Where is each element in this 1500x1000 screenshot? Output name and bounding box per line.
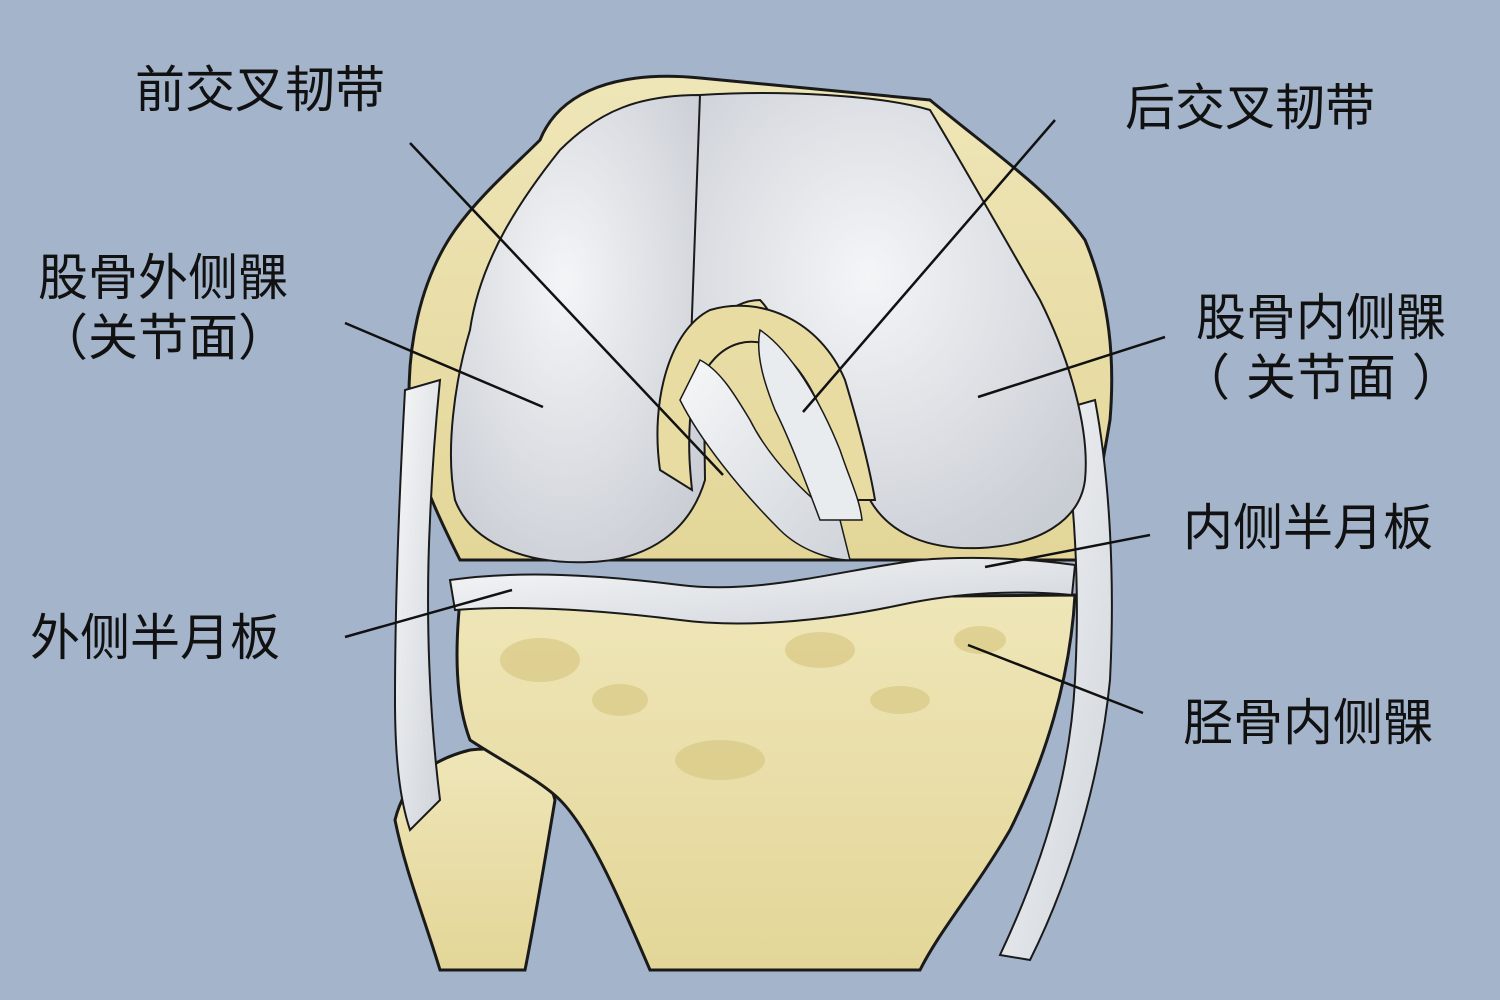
leader-acl (409, 142, 724, 476)
meniscus-band (448, 556, 1077, 625)
label-lateral-meniscus: 外侧半月板 (30, 609, 280, 667)
label-lateral-condyle: 股骨外侧髁 （关节面） (38, 248, 288, 368)
label-lateral-condyle-line1: 股骨外侧髁 (38, 249, 288, 307)
label-medial-condyle: 股骨内侧髁 （ 关节面 ） (1180, 288, 1462, 408)
lateral-collateral-ligament (393, 378, 442, 832)
leader-tibial-medial-condyle (967, 643, 1144, 715)
pcl-ligament (757, 328, 863, 521)
leader-lines (344, 119, 1166, 715)
label-acl: 前交叉韧带 (135, 61, 385, 119)
leader-lateral-meniscus (344, 588, 513, 639)
label-tibial-medial-condyle: 胫骨内侧髁 (1183, 694, 1433, 752)
leader-lateral-condyle (344, 321, 544, 409)
leader-pcl (802, 119, 1056, 413)
medial-collateral-ligament (998, 398, 1113, 962)
lateral-condyle-cartilage (449, 93, 707, 564)
label-medial-meniscus: 内侧半月板 (1183, 499, 1433, 557)
label-lateral-condyle-line2: （关节面） (38, 309, 288, 367)
leader-medial-meniscus (984, 533, 1151, 569)
tibia-texture (500, 626, 1006, 780)
label-medial-condyle-line2: （ 关节面 ） (1180, 349, 1462, 407)
label-pcl: 后交叉韧带 (1125, 79, 1375, 137)
leader-medial-condyle (977, 335, 1166, 399)
label-medial-condyle-line1: 股骨内侧髁 (1195, 289, 1446, 347)
acl-ligament (679, 358, 851, 561)
